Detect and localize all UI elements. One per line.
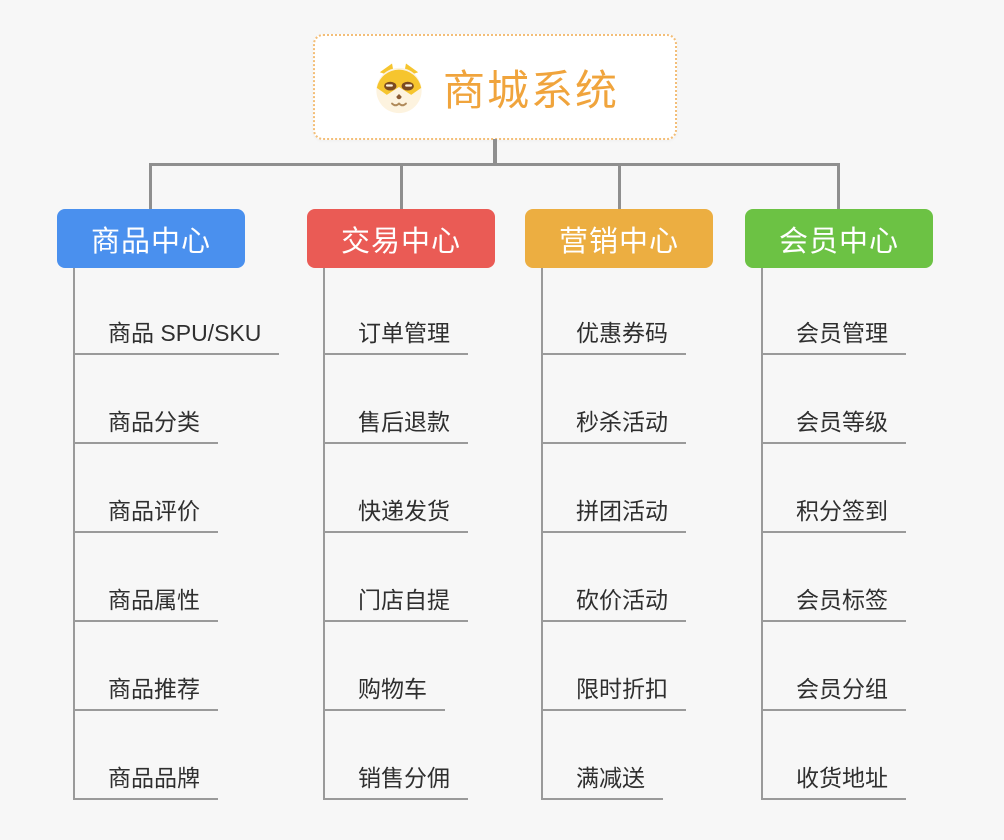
- branch-children: 订单管理 售后退款 快递发货 门店自提 购物车 销售分佣: [323, 268, 468, 800]
- topic-node[interactable]: 商品分类: [75, 355, 218, 444]
- topic-node[interactable]: 商品品牌: [75, 711, 218, 800]
- connector-root-stub: [493, 139, 497, 166]
- branch-children: 优惠券码 秒杀活动 拼团活动 砍价活动 限时折扣 满减送: [541, 268, 686, 800]
- branch-product-center: 商品中心 商品 SPU/SKU 商品分类 商品评价 商品属性 商品推荐 商品品牌: [57, 209, 280, 800]
- topic-node[interactable]: 秒杀活动: [543, 355, 686, 444]
- topic-node[interactable]: 订单管理: [325, 268, 468, 355]
- connector-drop-4: [837, 166, 840, 209]
- topic-node[interactable]: 商品 SPU/SKU: [75, 268, 280, 355]
- branch-children: 会员管理 会员等级 积分签到 会员标签 会员分组 收货地址: [761, 268, 906, 800]
- topic-node[interactable]: 拼团活动: [543, 444, 686, 533]
- branch-node-trade-center[interactable]: 交易中心: [307, 209, 495, 268]
- root-topic[interactable]: 商城系统: [313, 34, 677, 140]
- branch-node-product-center[interactable]: 商品中心: [57, 209, 245, 268]
- branch-member-center: 会员中心 会员管理 会员等级 积分签到 会员标签 会员分组 收货地址: [745, 209, 933, 800]
- topic-node[interactable]: 限时折扣: [543, 622, 686, 711]
- branch-marketing-center: 营销中心 优惠券码 秒杀活动 拼团活动 砍价活动 限时折扣 满减送: [525, 209, 713, 800]
- connector-drop-2: [400, 166, 403, 209]
- topic-node[interactable]: 积分签到: [763, 444, 906, 533]
- root-topic-label: 商城系统: [442, 66, 619, 114]
- branch-children: 商品 SPU/SKU 商品分类 商品评价 商品属性 商品推荐 商品品牌: [73, 268, 280, 800]
- branch-node-marketing-center[interactable]: 营销中心: [525, 209, 713, 268]
- topic-node[interactable]: 售后退款: [325, 355, 468, 444]
- dog-face-icon: [376, 63, 422, 114]
- topic-node[interactable]: 砍价活动: [543, 533, 686, 622]
- branch-trade-center: 交易中心 订单管理 售后退款 快递发货 门店自提 购物车 销售分佣: [307, 209, 495, 800]
- topic-node[interactable]: 会员标签: [763, 533, 906, 622]
- topic-node[interactable]: 商品推荐: [75, 622, 218, 711]
- topic-node[interactable]: 商品属性: [75, 533, 218, 622]
- topic-node[interactable]: 门店自提: [325, 533, 468, 622]
- topic-node[interactable]: 会员等级: [763, 355, 906, 444]
- topic-node[interactable]: 收货地址: [763, 711, 906, 800]
- topic-node[interactable]: 商品评价: [75, 444, 218, 533]
- topic-node[interactable]: 快递发货: [325, 444, 468, 533]
- topic-node[interactable]: 会员管理: [763, 268, 906, 355]
- topic-node[interactable]: 购物车: [325, 622, 445, 711]
- topic-node[interactable]: 会员分组: [763, 622, 906, 711]
- connector-drop-3: [618, 166, 621, 209]
- branch-node-member-center[interactable]: 会员中心: [745, 209, 933, 268]
- topic-node[interactable]: 满减送: [543, 711, 663, 800]
- connector-bus: [149, 163, 840, 166]
- connector-drop-1: [149, 166, 152, 209]
- topic-node[interactable]: 优惠券码: [543, 268, 686, 355]
- topic-node[interactable]: 销售分佣: [325, 711, 468, 800]
